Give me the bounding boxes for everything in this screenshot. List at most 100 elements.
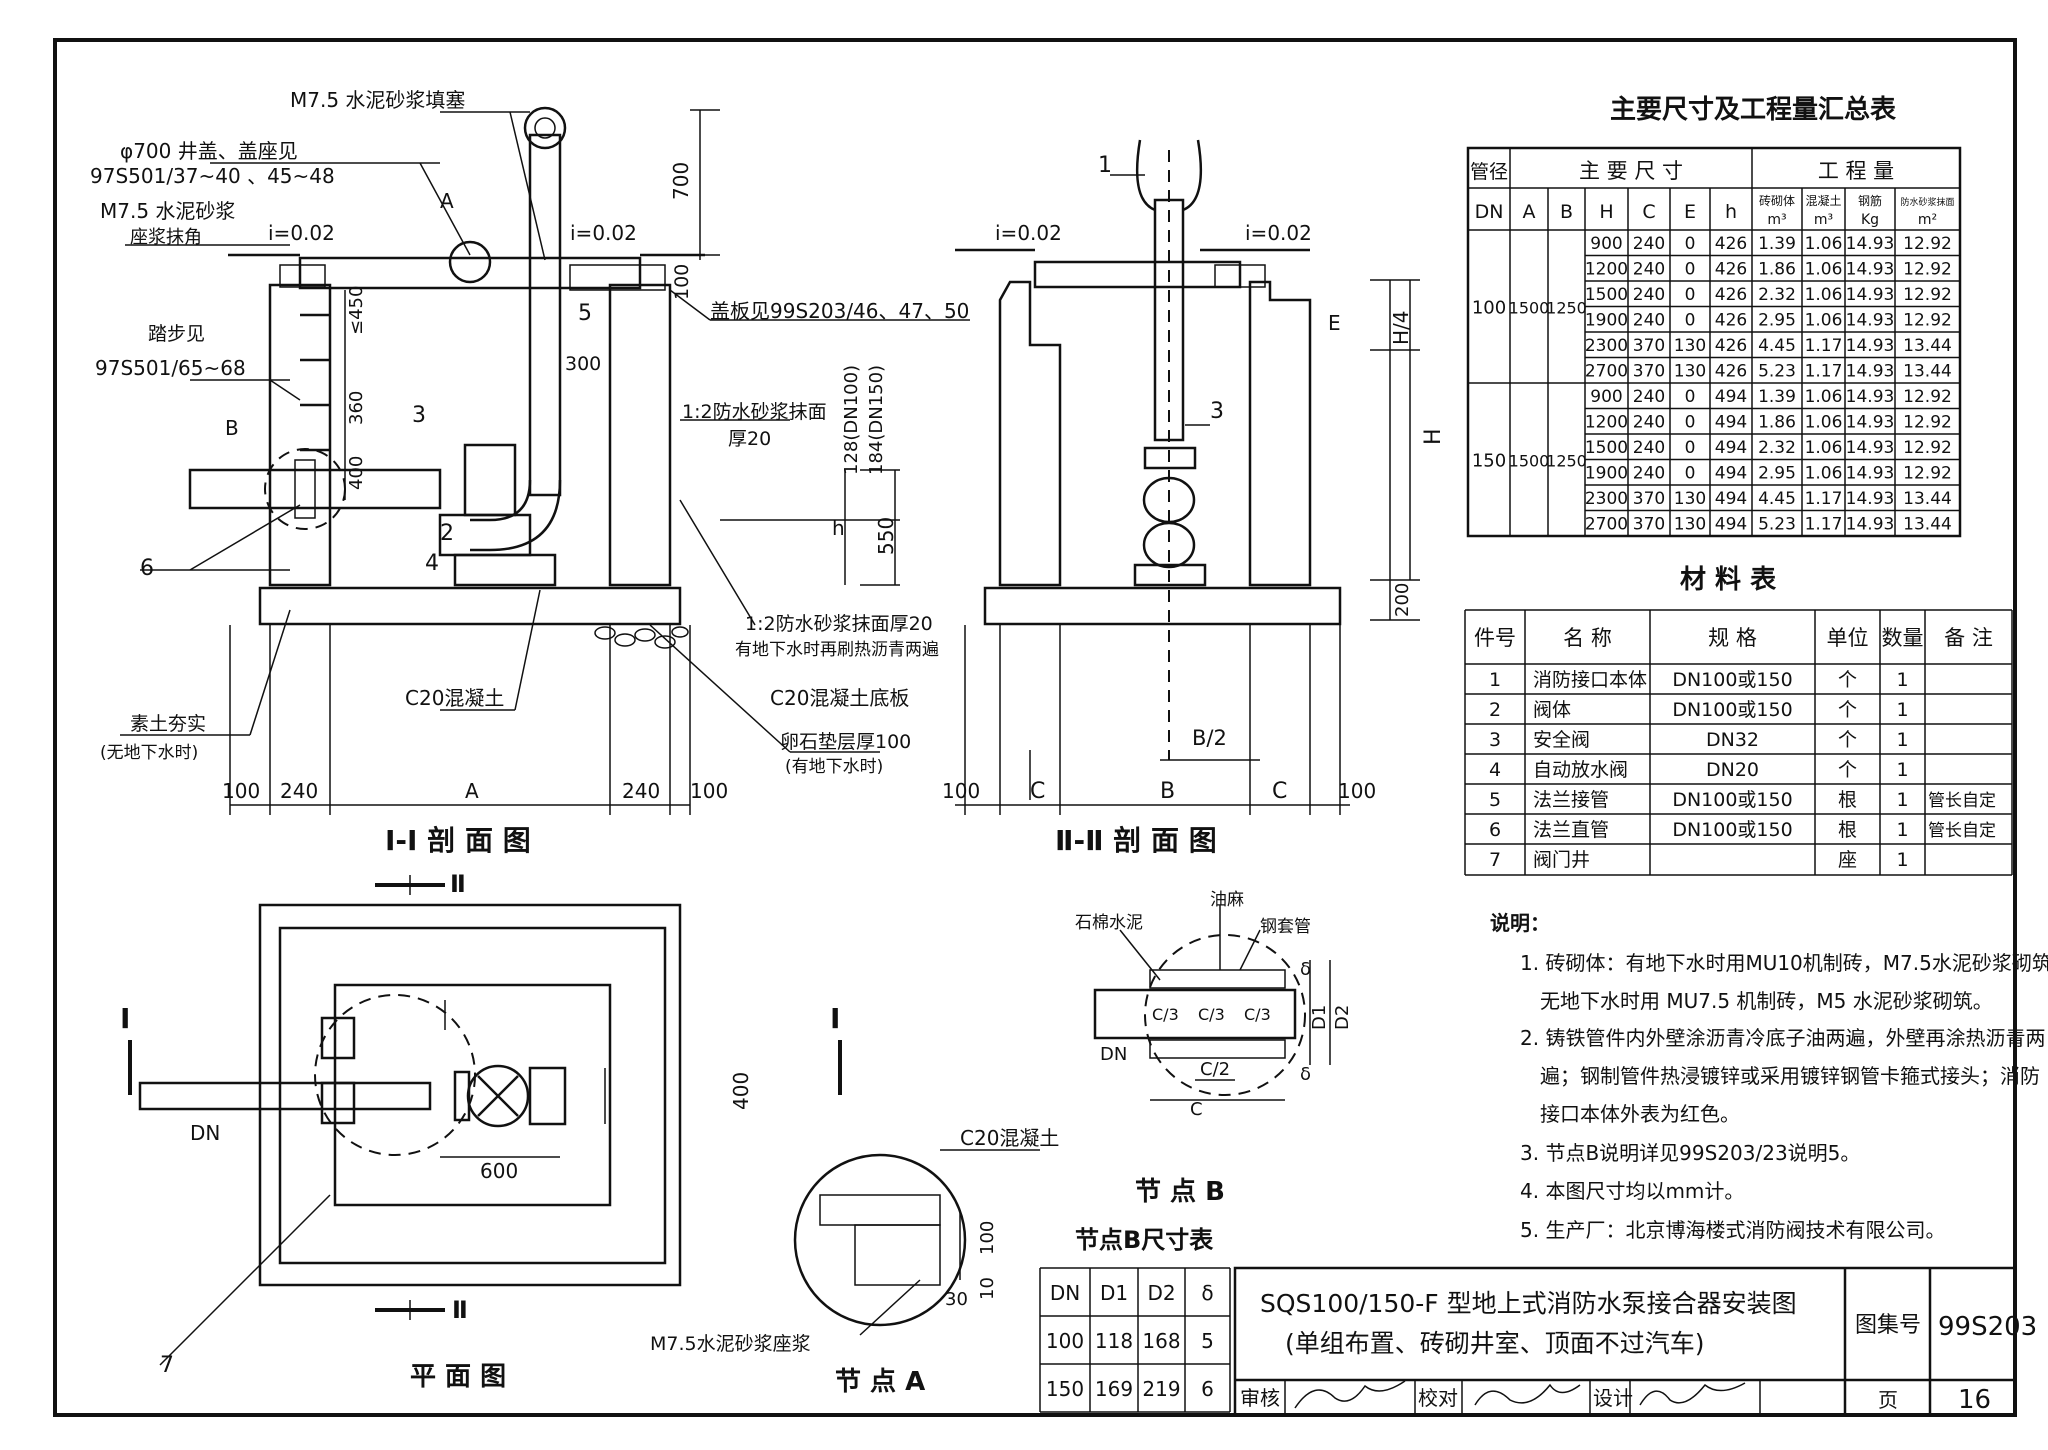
summary-cell: 426	[1715, 362, 1747, 382]
manhole-cover-ref: 97S501/37~40 、45~48	[90, 164, 335, 188]
summary-cell: 130	[1674, 336, 1706, 356]
node-b-header-cell: D1	[1100, 1281, 1128, 1305]
plan-dim-400: 400	[729, 1072, 753, 1110]
summary-cell: 1.06	[1805, 413, 1843, 433]
dim-c-left: C	[1030, 779, 1045, 804]
summary-cell: 426	[1715, 285, 1747, 305]
base-plaster-label-2: 有地下水时再刷热沥青两遍	[735, 640, 939, 660]
dim-le450: ≤450	[346, 286, 367, 335]
note-line-3: 2. 铸铁管件内外壁涂沥青冷底子油两遍，外壁再涂热沥青两	[1520, 1026, 2045, 1050]
node-b-sleeve: 钢套管	[1260, 917, 1311, 937]
detail-a-mark: A	[440, 189, 454, 213]
summary-cell: 12.92	[1903, 438, 1952, 458]
node-b-drawing	[1093, 905, 1331, 1101]
materials-cell: DN100或150	[1672, 669, 1792, 691]
summary-cell: 0	[1685, 438, 1696, 458]
summary-cell: 370	[1633, 336, 1665, 356]
summary-cell: 1500	[1585, 285, 1628, 305]
node-a-dim-100: 100	[977, 1221, 998, 1255]
summary-cell: 12.92	[1903, 234, 1952, 254]
summary-cell: 2.95	[1758, 311, 1796, 331]
summary-cell: 240	[1633, 234, 1665, 254]
node-b-table-title: 节点B尺寸表	[1075, 1226, 1214, 1254]
summary-cell: 14.93	[1846, 311, 1895, 331]
materials-cell: 1	[1896, 819, 1908, 841]
node-a-dim-10: 10	[977, 1277, 998, 1300]
summary-header-cell: 防水砂浆抹面	[1900, 196, 1954, 208]
check-label: 校对	[1418, 1386, 1458, 1410]
summary-cell: 1900	[1585, 464, 1628, 484]
node-b-dn: DN	[1100, 1044, 1127, 1065]
summary-header-group: 主 要 尺 寸	[1579, 159, 1683, 183]
section-2-cut-mark: Ⅱ	[450, 870, 466, 898]
summary-cell: 4.45	[1758, 489, 1796, 509]
summary-header-cell: E	[1684, 201, 1696, 223]
node-b-cell: 118	[1095, 1329, 1133, 1353]
dim-h-small: h	[832, 516, 845, 540]
grout-seat-label-2: 座浆抹角	[130, 227, 202, 248]
grout-seat-label: M7.5 水泥砂浆	[100, 199, 235, 223]
summary-cell: 426	[1715, 336, 1747, 356]
dim-h-quarter: H/4	[1389, 310, 1413, 345]
materials-header-cell: 数量	[1882, 626, 1924, 650]
soil-label: 素土夯实	[130, 713, 206, 735]
summary-cell: 13.44	[1903, 362, 1952, 382]
dim-360: 360	[346, 391, 367, 425]
atlas-number: 99S203	[1938, 1312, 2037, 1342]
notes-heading: 说明：	[1490, 911, 1550, 935]
summary-cell: 14.93	[1846, 285, 1895, 305]
summary-header-cell: C	[1642, 201, 1655, 223]
node-b-cell: 6	[1201, 1377, 1214, 1401]
summary-cell: 240	[1633, 260, 1665, 280]
summary-cell: 240	[1633, 285, 1665, 305]
materials-header-cell: 名 称	[1563, 626, 1612, 650]
materials-cell: 消防接口本体	[1533, 669, 1647, 691]
summary-cell: 2300	[1585, 489, 1628, 509]
summary-a-cell: 1500	[1509, 299, 1550, 318]
slope-left-label-2: i=0.02	[995, 221, 1062, 245]
summary-cell: 0	[1685, 285, 1696, 305]
note-line-4: 遍；钢制管件热浸镀锌或采用镀锌钢管卡箍式接头；消防	[1540, 1064, 2040, 1088]
materials-cell: DN100或150	[1672, 699, 1792, 721]
materials-cell: DN20	[1706, 759, 1759, 781]
plan-dn-label: DN	[190, 1121, 220, 1145]
node-b-header-cell: δ	[1201, 1281, 1213, 1305]
materials-cell: 1	[1896, 669, 1908, 691]
summary-cell: 12.92	[1903, 285, 1952, 305]
node-b-header-cell: D2	[1147, 1281, 1175, 1305]
materials-cell: 5	[1489, 789, 1501, 811]
summary-cell: 2700	[1585, 362, 1628, 382]
summary-header-cell: 砖砌体	[1759, 193, 1795, 208]
summary-cell: 1200	[1585, 413, 1628, 433]
summary-cell: 0	[1685, 387, 1696, 407]
node-b-seg-2: C/3	[1198, 1005, 1225, 1024]
summary-cell: 494	[1715, 387, 1747, 407]
callout-4: 4	[425, 551, 439, 576]
soil-label-2: (无地下水时)	[100, 743, 198, 763]
slope-right-label: i=0.02	[570, 221, 637, 245]
summary-header-cell: B	[1560, 201, 1573, 223]
materials-cell: 根	[1838, 819, 1857, 841]
callout-3: 3	[412, 403, 426, 428]
summary-cell: 2300	[1585, 336, 1628, 356]
dn100-dim: 128(DN100)	[841, 365, 862, 475]
summary-cell: 1.39	[1758, 234, 1796, 254]
summary-header-unit: Kg	[1861, 212, 1879, 228]
node-b-cell: 5	[1201, 1329, 1214, 1353]
summary-cell: 1.06	[1805, 438, 1843, 458]
materials-cell: 阀门井	[1533, 849, 1590, 871]
summary-cell: 2.32	[1758, 285, 1796, 305]
summary-cell: 13.44	[1903, 489, 1952, 509]
summary-cell: 14.93	[1846, 413, 1895, 433]
node-b-dim-d2: D2	[1332, 1005, 1353, 1030]
summary-cell: 14.93	[1846, 234, 1895, 254]
summary-cell: 1.06	[1805, 311, 1843, 331]
summary-cell: 1.06	[1805, 285, 1843, 305]
callout-3-s2: 3	[1210, 399, 1224, 424]
summary-header-group: 管径	[1470, 161, 1508, 183]
plaster-thk-label: 厚20	[728, 428, 771, 450]
summary-header-cell: A	[1523, 201, 1536, 223]
manhole-cover-label: φ700 井盖、盖座见	[120, 139, 298, 163]
